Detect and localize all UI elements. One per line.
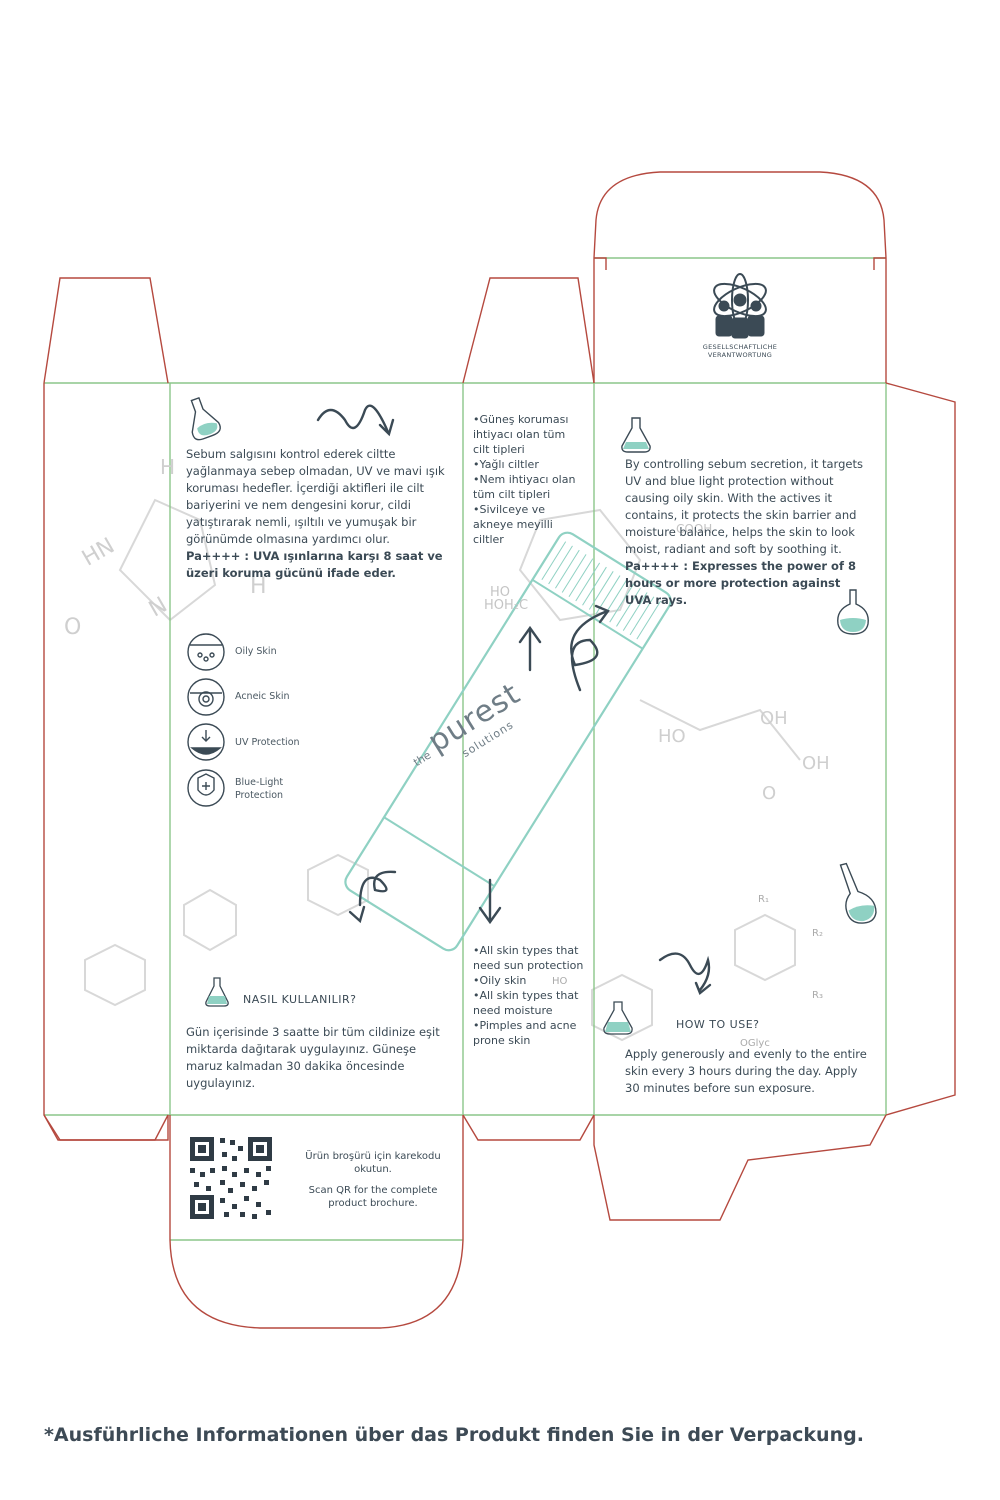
flask-icon: [839, 862, 877, 924]
blue-light-protection-icon: [187, 769, 225, 807]
chem-label: R₃: [812, 990, 823, 1001]
acneic-skin-label: Acneic Skin: [235, 691, 290, 702]
turkish-pa-claim: Pa++++ : UVA ışınlarına karşı 8 saat ve …: [186, 549, 443, 580]
chem-label: HO: [552, 976, 568, 987]
turkish-skin-types-list: •Güneş koruması ihtiyacı olan tüm cilt t…: [473, 412, 583, 547]
uv-protection-icon: [187, 723, 225, 761]
qr-text-english: Scan QR for the complete product brochur…: [308, 1185, 438, 1209]
cut-lines: [43, 171, 956, 1329]
list-item: •Pimples and acne prone skin: [473, 1019, 577, 1047]
english-description-text: By controlling sebum secretion, it targe…: [625, 457, 863, 556]
chem-label: H: [250, 574, 267, 599]
flask-icon: [205, 977, 229, 1007]
chem-label: HO: [490, 585, 511, 600]
uv-protection-label: UV Protection: [235, 737, 300, 748]
brand-the: the: [411, 748, 434, 770]
list-item: •All skin types that need sun protection: [473, 944, 584, 972]
turkish-how-to-title: NASIL KULLANILIR?: [243, 993, 357, 1006]
chemical-structures: [84, 498, 801, 1042]
csr-badge-label: GESELLSCHAFTLICHE VERANTWORTUNG: [702, 343, 778, 359]
product-tube: [344, 531, 672, 952]
skin-icons: [187, 633, 225, 807]
chem-label: R₂: [812, 928, 823, 939]
chem-label: HOH₂C: [484, 598, 529, 613]
chem-label: COOH: [676, 522, 713, 536]
chem-label: O: [64, 615, 82, 640]
turkish-description: Sebum salgısını kontrol ederek ciltte ya…: [186, 446, 448, 582]
english-pa-claim: Pa++++ : Expresses the power of 8 hours …: [625, 559, 856, 607]
list-item: •Nem ihtiyacı olan tüm cilt tipleri: [473, 473, 576, 501]
english-description: By controlling sebum secretion, it targe…: [625, 456, 870, 609]
chem-label: HO: [658, 726, 686, 747]
oily-skin-icon: [187, 633, 225, 671]
acneic-skin-icon: [187, 678, 225, 716]
chem-label: H: [160, 455, 176, 479]
list-item: •Oily skin: [473, 974, 527, 987]
qr-text-turkish: Ürün broşürü için karekodu okutun.: [305, 1151, 441, 1175]
flask-icon: [190, 396, 221, 441]
decorative-arrows: [316, 404, 712, 995]
csr-badge-icon: [713, 273, 767, 339]
flask-icon: [603, 1001, 633, 1035]
fold-lines: [44, 257, 887, 1241]
blue-light-protection-label: Blue-Light Protection: [235, 777, 284, 801]
list-item: •Güneş koruması ihtiyacı olan tüm cilt t…: [473, 413, 569, 456]
chem-label: R₁: [758, 894, 769, 905]
flask-icons: [190, 396, 877, 1035]
chem-label: OH: [760, 708, 788, 729]
chem-label: O: [762, 783, 777, 804]
oily-skin-label: Oily Skin: [235, 646, 277, 657]
turkish-description-text: Sebum salgısını kontrol ederek ciltte ya…: [186, 447, 445, 546]
list-item: •Yağlı ciltler: [473, 458, 539, 471]
chem-label: OH: [802, 753, 830, 774]
english-how-to-title: HOW TO USE?: [676, 1018, 760, 1031]
list-item: •All skin types that need moisture: [473, 989, 579, 1017]
english-how-to-text: Apply generously and evenly to the entir…: [625, 1047, 867, 1095]
flask-icon: [837, 589, 869, 635]
english-skin-types-list: •All skin types that need sun protection…: [473, 943, 585, 1048]
list-item: •Sivilceye ve akneye meyilli ciltler: [473, 503, 553, 546]
turkish-how-to-text: Gün içerisinde 3 saatte bir tüm cildiniz…: [186, 1025, 440, 1090]
chem-label: OGlyc: [740, 1038, 770, 1049]
qr-code: [190, 1137, 272, 1219]
footer-note: *Ausführliche Informationen über das Pro…: [44, 1424, 864, 1446]
flask-icon: [621, 417, 651, 453]
